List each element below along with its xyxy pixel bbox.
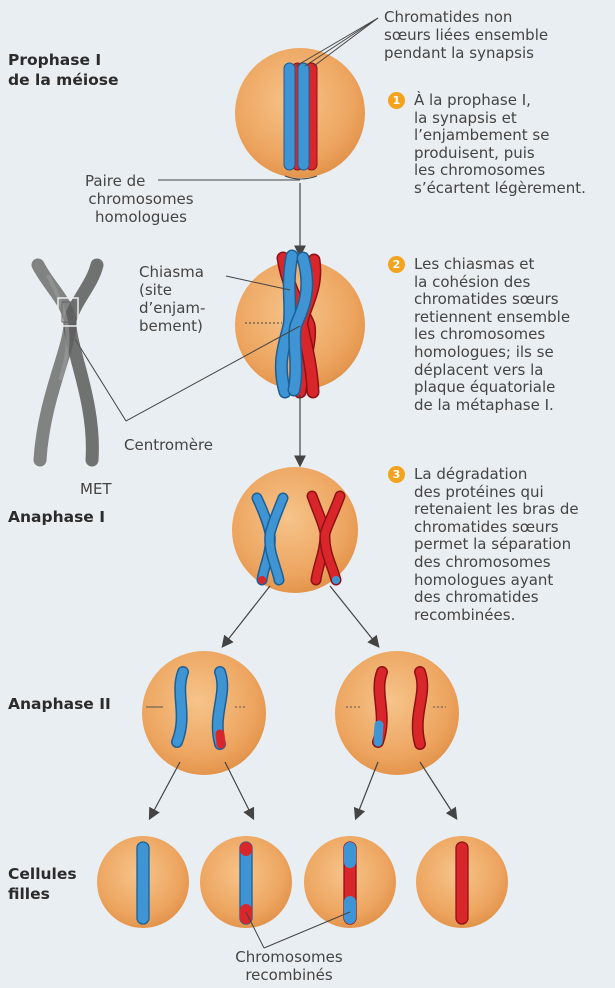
step-1-line: l’enjambement se xyxy=(414,127,613,145)
step-3-badge: 3 xyxy=(388,466,405,483)
daughter-cell-4 xyxy=(416,836,508,928)
step-1-line: À la prophase I, xyxy=(414,92,613,110)
anaphase2-left-cell xyxy=(142,651,266,775)
label-non-sister-1: Chromatides non xyxy=(384,8,609,26)
label-chiasma: Chiasma (site d’enjam- bement) xyxy=(139,263,229,335)
step-2-text: Les chiasmas et la cohésion des chromati… xyxy=(414,256,613,414)
step-3-line: des protéines qui xyxy=(414,484,613,502)
label-chiasma-3: d’enjam- xyxy=(139,299,229,317)
label-homolog-1: Paire de xyxy=(79,172,203,190)
step-2-line: chromatides sœurs xyxy=(414,291,613,309)
label-non-sister-2: sœurs liées ensemble xyxy=(384,26,609,44)
step-2-line: homologues; ils se xyxy=(414,344,613,362)
tem-micrograph xyxy=(38,265,97,460)
step-2-line: plaque équatoriale xyxy=(414,379,613,397)
step-1-line: la synapsis et xyxy=(414,110,613,128)
step-1-line: s’écartent légèrement. xyxy=(414,180,613,198)
step-2-line: déplacent vers la xyxy=(414,362,613,380)
label-met: MET xyxy=(80,480,112,498)
step-3-text: La dégradation des protéines qui retenai… xyxy=(414,466,613,624)
step-3-line: chromatides sœurs xyxy=(414,519,613,537)
prophase-cell xyxy=(235,48,365,179)
stage-prophase: Prophase I de la méiose xyxy=(8,50,119,90)
step-1-text: À la prophase I, la synapsis et l’enjamb… xyxy=(414,92,613,198)
label-non-sister-3: pendant la synapsis xyxy=(384,44,609,62)
label-chiasma-4: bement) xyxy=(139,317,229,335)
step-3-line: des chromosomes xyxy=(414,554,613,572)
step-3-line: permet la séparation xyxy=(414,536,613,554)
anaphase2-right-cell xyxy=(335,651,459,775)
label-centromere: Centromère xyxy=(124,436,213,454)
stage-prophase-line2: de la méiose xyxy=(8,70,119,90)
step-3-line: La dégradation xyxy=(414,466,613,484)
step-1-line: les chromosomes xyxy=(414,162,613,180)
step-3: 3 La dégradation des protéines qui reten… xyxy=(388,466,613,624)
step-1-badge: 1 xyxy=(388,92,405,109)
anaphase1-cell xyxy=(232,467,358,593)
daughter-cell-2 xyxy=(200,836,292,928)
stage-anaphase1: Anaphase I xyxy=(8,507,105,527)
step-3-line: des chromatides xyxy=(414,589,613,607)
step-1: 1 À la prophase I, la synapsis et l’enja… xyxy=(388,92,613,198)
step-2-line: la cohésion des xyxy=(414,274,613,292)
label-homolog-2: chromosomes xyxy=(79,190,203,208)
step-2-line: Les chiasmas et xyxy=(414,256,613,274)
step-1-line: produisent, puis xyxy=(414,145,613,163)
stage-prophase-line1: Prophase I xyxy=(8,50,119,70)
step-3-line: recombinées. xyxy=(414,607,613,625)
daughter-cell-3 xyxy=(304,836,396,928)
label-recombined: Chromosomes recombinés xyxy=(234,948,344,984)
step-2: 2 Les chiasmas et la cohésion des chroma… xyxy=(388,256,613,414)
step-2-line: retiennent ensemble xyxy=(414,309,613,327)
label-chiasma-2: (site xyxy=(139,281,229,299)
step-3-line: retenaient les bras de xyxy=(414,501,613,519)
daughter-cell-1 xyxy=(97,836,189,928)
label-chiasma-1: Chiasma xyxy=(139,263,229,281)
step-2-line: les chromosomes xyxy=(414,326,613,344)
stage-daughters-line2: filles xyxy=(8,884,77,904)
step-3-line: homologues ayant xyxy=(414,572,613,590)
label-homolog-pair: Paire de chromosomes homologues xyxy=(79,172,203,226)
step-2-line: de la métaphase I. xyxy=(414,397,613,415)
stage-daughters: Cellules filles xyxy=(8,864,77,904)
stage-daughters-line1: Cellules xyxy=(8,864,77,884)
label-non-sister: Chromatides non sœurs liées ensemble pen… xyxy=(384,8,609,62)
label-homolog-3: homologues xyxy=(79,208,203,226)
step-2-badge: 2 xyxy=(388,256,405,273)
stage-anaphase2: Anaphase II xyxy=(8,694,111,714)
label-recombined-2: recombinés xyxy=(234,966,344,984)
label-recombined-1: Chromosomes xyxy=(234,948,344,966)
chiasma-cell xyxy=(235,256,365,392)
